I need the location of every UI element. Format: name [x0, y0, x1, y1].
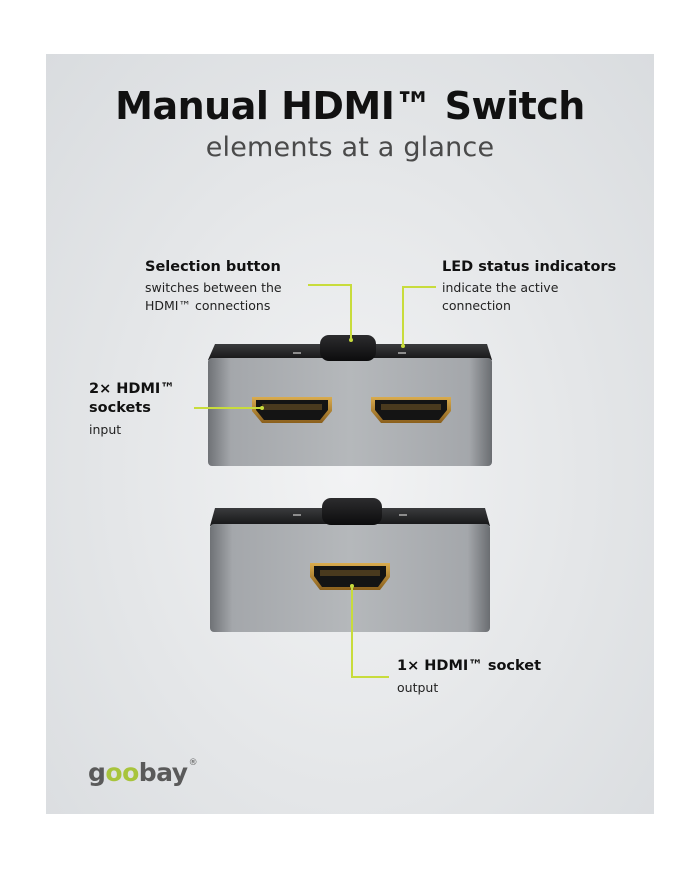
led-indicators-title: LED status indicators — [442, 259, 617, 275]
callout-line-output-h — [351, 676, 389, 678]
callout-dot-selection — [349, 338, 353, 342]
led-indicator-rear-2 — [399, 514, 407, 516]
selection-button-title: Selection button — [145, 259, 281, 275]
callout-dot-output — [350, 584, 354, 588]
led-indicator-1 — [293, 352, 301, 354]
callout-dot-input — [260, 406, 264, 410]
hdmi-input-port-2 — [371, 397, 451, 423]
led-indicators-desc-2: connection — [442, 298, 511, 313]
input-sockets-title-1: 2× HDMI™ — [89, 381, 175, 397]
page-title: Manual HDMI™ Switch — [115, 84, 585, 128]
selection-button-knob-rear — [322, 498, 382, 525]
led-indicators-desc-1: indicate the active — [442, 280, 559, 295]
led-indicator-2 — [398, 352, 406, 354]
callout-line-input — [194, 407, 262, 409]
page-subtitle: elements at a glance — [205, 132, 495, 163]
device-upper — [208, 335, 492, 466]
output-socket-title: 1× HDMI™ socket — [397, 658, 542, 674]
callout-line-selection-v — [350, 284, 352, 340]
callout-dot-led — [401, 344, 405, 348]
hdmi-output-port — [310, 563, 390, 590]
device-lower — [210, 498, 490, 632]
input-sockets-title-2: sockets — [89, 400, 151, 416]
callout-line-led-v — [402, 286, 404, 346]
output-socket-desc: output — [397, 680, 439, 695]
goobay-logo: goobay® — [88, 758, 198, 787]
callout-line-selection-h — [308, 284, 352, 286]
led-indicator-rear-1 — [293, 514, 301, 516]
input-sockets-desc: input — [89, 422, 122, 437]
selection-button-desc-1: switches between the — [145, 280, 282, 295]
selection-button-desc-2: HDMI™ connections — [145, 298, 271, 313]
callout-line-led-h — [402, 286, 436, 288]
selection-button-knob — [320, 335, 376, 361]
hdmi-input-port-1 — [252, 397, 332, 423]
callout-line-output-v — [351, 586, 353, 678]
device-upper-body — [208, 358, 492, 466]
